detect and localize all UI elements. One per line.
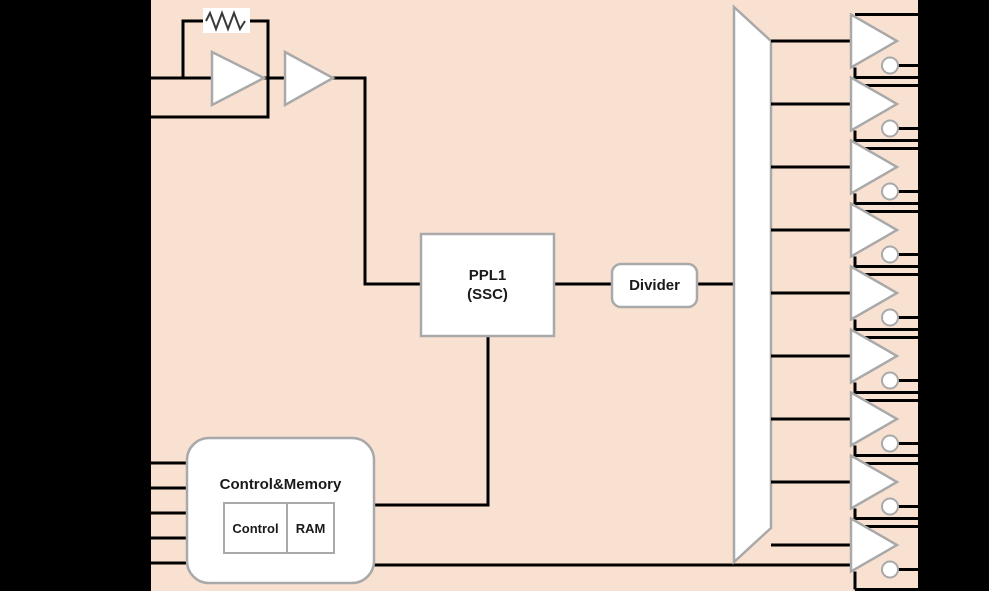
resistor-body — [203, 8, 250, 33]
output-buffer-6[interactable] — [771, 327, 918, 402]
oscillator-wires — [149, 19, 423, 286]
output-buffer-8-triangle — [849, 453, 900, 511]
output-buffer-5[interactable] — [771, 264, 918, 339]
output-buffer-3[interactable] — [771, 138, 918, 213]
output-buffer-bank — [771, 12, 918, 591]
output-buffer-2[interactable] — [771, 75, 918, 150]
output-buffer-7-triangle — [849, 390, 900, 448]
output-buffer-5-invert-bubble-icon — [881, 308, 899, 327]
ram-sub-block[interactable] — [286, 502, 335, 554]
output-buffer-1-triangle — [849, 12, 900, 70]
output-buffer-1[interactable] — [771, 12, 918, 87]
output-buffer-6-triangle — [849, 327, 900, 385]
output-buffer-9-invert-bubble-icon — [881, 560, 899, 579]
output-buffer-5-triangle — [849, 264, 900, 322]
divider-block[interactable] — [610, 262, 699, 309]
control-sub-block[interactable] — [223, 502, 288, 554]
core-datapath-wires — [372, 282, 736, 507]
output-buffer-9-triangle — [849, 516, 900, 574]
output-buffer-2-invert-bubble-icon — [881, 119, 899, 138]
output-buffer-6-invert-bubble-icon — [881, 371, 899, 390]
oscillator-inverter-1[interactable] — [210, 49, 267, 108]
output-buffer-8-invert-bubble-icon — [881, 497, 899, 516]
output-buffer-4-invert-bubble-icon — [881, 245, 899, 264]
output-buffer-1-invert-bubble-icon — [881, 56, 899, 75]
feedback-resistor[interactable] — [203, 8, 250, 33]
output-buffer-4[interactable] — [771, 201, 918, 276]
output-buffer-7[interactable] — [771, 390, 918, 465]
output-buffer-2-triangle — [849, 75, 900, 133]
fanout-trapezoid-block[interactable] — [732, 4, 773, 565]
oscillator-buffer-2[interactable] — [283, 49, 336, 108]
output-buffer-8[interactable] — [771, 453, 918, 528]
output-buffer-3-triangle — [849, 138, 900, 196]
output-buffer-7-invert-bubble-icon — [881, 434, 899, 453]
output-buffer-3-invert-bubble-icon — [881, 182, 899, 201]
output-buffer-9[interactable] — [771, 516, 918, 591]
resistor-zigzag-icon — [205, 10, 246, 32]
pll-block[interactable] — [419, 232, 556, 338]
output-buffer-4-triangle — [849, 201, 900, 259]
